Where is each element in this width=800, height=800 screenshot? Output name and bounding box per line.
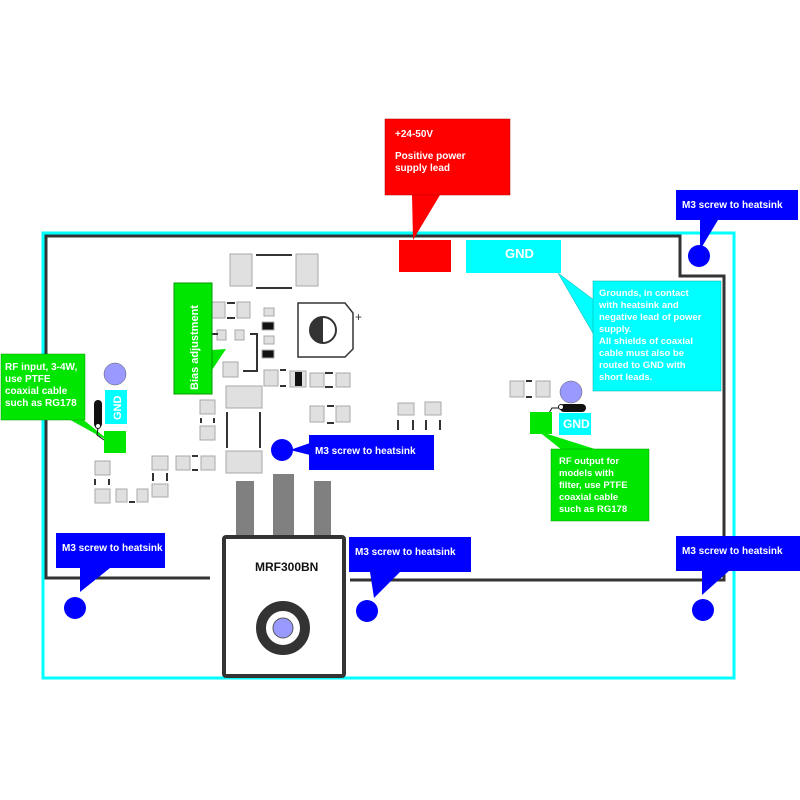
heatsink-outline	[41, 231, 736, 680]
board-outline	[44, 234, 726, 582]
rf-input-gnd: GND	[105, 390, 127, 424]
rf-input-coax-center	[103, 362, 127, 386]
screw-hole-center	[271, 439, 293, 461]
screw-hole-bottom-middle	[356, 600, 378, 622]
gnd-pad-label: GND	[505, 246, 534, 261]
power-callout: +24-50V Positive power supply lead	[384, 118, 511, 240]
screw-label: M3 screw to heatsink	[315, 446, 416, 457]
bias-callout: Bias adjustment	[173, 282, 213, 395]
gnd-pad: GND	[466, 240, 561, 273]
screw-callout-bottom-left: M3 screw to heatsink	[56, 533, 165, 592]
screw-label: M3 screw to heatsink	[682, 200, 783, 211]
screw-callout-center: M3 screw to heatsink	[290, 435, 434, 470]
screw-label: M3 screw to heatsink	[355, 547, 456, 558]
rf-input-callout: RF input, 3-4W, use PTFE coaxial cable s…	[0, 353, 112, 443]
rf-output-gnd: GND	[559, 413, 591, 435]
rf-output-callout: RF output for models with filter, use PT…	[538, 431, 650, 522]
transistor-label: MRF300BN	[255, 560, 318, 574]
screw-label: M3 screw to heatsink	[682, 546, 783, 557]
screw-hole-bottom-left	[64, 597, 86, 619]
power-pad	[399, 240, 451, 272]
screw-callout-top-right: M3 screw to heatsink	[676, 190, 798, 250]
rf-input-coax	[94, 400, 105, 441]
bias-trimmer: +	[297, 302, 362, 358]
rf-output-coax	[548, 404, 586, 414]
screw-callout-bottom-middle: M3 screw to heatsink	[349, 537, 471, 598]
screw-hole-top-right	[688, 245, 710, 267]
grounds-callout: Grounds, in contact with heatsink and ne…	[557, 272, 722, 392]
rf-input-text: RF input, 3-4W, use PTFE coaxial cable s…	[5, 362, 80, 409]
grounds-text: Grounds, in contact with heatsink and ne…	[598, 288, 704, 383]
rf-output-gnd-label: GND	[563, 417, 590, 431]
power-voltage: +24-50V	[395, 129, 433, 140]
trimmer-plus-mark: +	[355, 310, 362, 324]
rf-output-text: RF output for models with filter, use PT…	[559, 456, 630, 515]
power-desc-2: supply lead	[395, 163, 450, 174]
smd-components	[94, 253, 551, 504]
transistor-leads	[236, 474, 331, 537]
rf-input-gnd-label: GND	[112, 396, 124, 421]
screw-callout-bottom-right: M3 screw to heatsink	[676, 536, 800, 595]
rf-input-pad	[104, 431, 126, 453]
screw-hole-bottom-right	[692, 599, 714, 621]
rf-output-pad	[530, 412, 552, 434]
rf-output-coax-center	[559, 380, 583, 404]
transistor-mrf300bn: MRF300BN	[222, 535, 346, 678]
bias-label: Bias adjustment	[189, 305, 201, 390]
screw-label: M3 screw to heatsink	[62, 543, 163, 554]
power-desc-1: Positive power	[395, 151, 466, 162]
